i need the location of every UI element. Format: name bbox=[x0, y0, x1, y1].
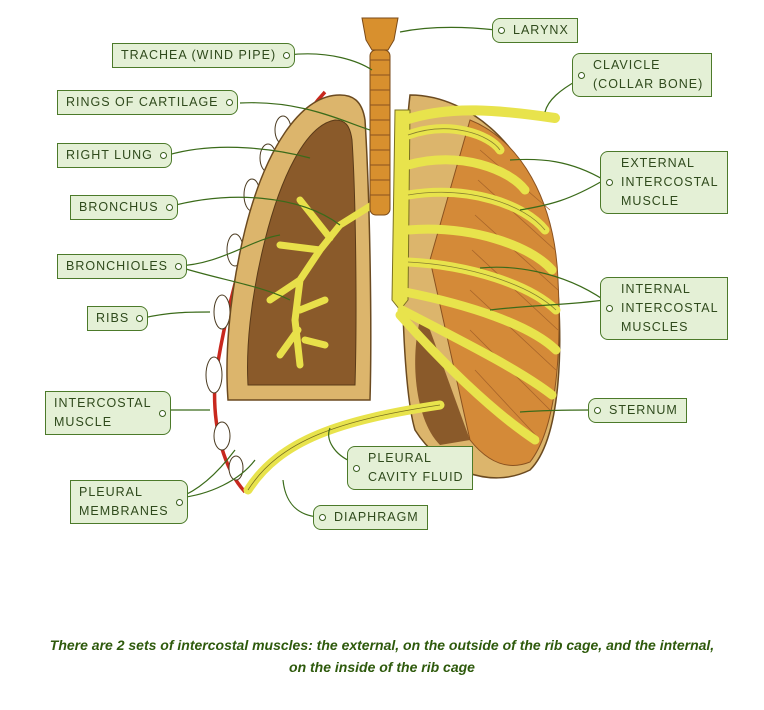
pointer-dot bbox=[136, 315, 144, 322]
intercostal-muscle-ovals bbox=[205, 115, 292, 481]
pointer-dot bbox=[175, 498, 183, 506]
larynx bbox=[361, 17, 399, 51]
label-ribs: RIBS bbox=[87, 306, 149, 331]
pointer-lines bbox=[142, 26, 605, 518]
trachea bbox=[369, 49, 391, 216]
label-sternum: STERNUM bbox=[588, 398, 687, 423]
caption: There are 2 sets of intercostal muscles:… bbox=[0, 634, 764, 678]
label-text: INTERCOSTAL bbox=[621, 175, 719, 189]
label-rings-of-cartilage: RINGS OF CARTILAGE bbox=[57, 90, 238, 115]
pointer-dot bbox=[498, 27, 505, 34]
cartilage-rings bbox=[370, 59, 390, 196]
label-text: STERNUM bbox=[609, 403, 678, 417]
label-text: RIGHT LUNG bbox=[66, 148, 153, 162]
clavicle bbox=[400, 105, 560, 125]
pointer-dot bbox=[158, 409, 166, 417]
rib-outlines bbox=[407, 128, 557, 311]
label-text: TRACHEA (WIND PIPE) bbox=[121, 48, 277, 62]
label-text: PLEURAL bbox=[79, 485, 143, 499]
label-text: EXTERNAL bbox=[621, 156, 695, 170]
label-bronchioles: BRONCHIOLES bbox=[57, 254, 187, 279]
label-pleural-cavity-fluid: PLEURAL CAVITY FLUID bbox=[347, 446, 473, 490]
label-text: BRONCHIOLES bbox=[66, 259, 168, 273]
label-text: RIBS bbox=[96, 311, 130, 325]
label-trachea: TRACHEA (WIND PIPE) bbox=[112, 43, 296, 68]
sternum bbox=[391, 109, 411, 311]
label-clavicle: CLAVICLE (COLLAR BONE) bbox=[572, 53, 713, 97]
label-text: MUSCLE bbox=[54, 415, 113, 429]
caption-line-2: on the inside of the rib cage bbox=[289, 659, 475, 675]
label-diaphragm: DIAPHRAGM bbox=[313, 505, 428, 530]
label-larynx: LARYNX bbox=[492, 18, 578, 43]
label-text: DIAPHRAGM bbox=[334, 510, 419, 524]
label-text: CAVITY FLUID bbox=[368, 470, 464, 484]
label-text: MUSCLE bbox=[621, 194, 680, 208]
label-text: RINGS OF CARTILAGE bbox=[66, 95, 219, 109]
bronchial-tree bbox=[266, 196, 376, 369]
label-intercostal-muscle: INTERCOSTAL MUSCLE bbox=[45, 391, 171, 435]
pointer-dot bbox=[353, 464, 360, 472]
label-text: INTERCOSTAL bbox=[54, 396, 152, 410]
caption-line-1: There are 2 sets of intercostal muscles:… bbox=[49, 637, 715, 653]
label-bronchus: BRONCHUS bbox=[70, 195, 178, 220]
pointer-dot bbox=[283, 52, 291, 59]
label-right-lung: RIGHT LUNG bbox=[57, 143, 172, 168]
pointer-dot bbox=[606, 179, 613, 186]
pointer-dot bbox=[319, 514, 326, 521]
label-text: LARYNX bbox=[513, 23, 569, 37]
pointer-dot bbox=[594, 407, 601, 414]
pointer-dot bbox=[165, 204, 173, 211]
label-text: BRONCHUS bbox=[79, 200, 159, 214]
label-text: INTERCOSTAL bbox=[621, 301, 719, 315]
label-text: INTERNAL bbox=[621, 282, 691, 296]
pointer-dot bbox=[175, 263, 182, 270]
label-internal-intercostal: INTERNAL INTERCOSTAL MUSCLES bbox=[600, 277, 728, 340]
label-text: PLEURAL bbox=[368, 451, 432, 465]
pointer-dot bbox=[225, 99, 233, 106]
label-external-intercostal: EXTERNAL INTERCOSTAL MUSCLE bbox=[600, 151, 728, 214]
pointer-dot bbox=[159, 152, 167, 159]
right-lung bbox=[247, 119, 357, 386]
ribs bbox=[395, 124, 561, 445]
label-text: (COLLAR BONE) bbox=[593, 77, 704, 91]
pointer-dot bbox=[606, 305, 613, 312]
label-pleural-membranes: PLEURAL MEMBRANES bbox=[70, 480, 188, 524]
pointer-dot bbox=[578, 71, 585, 79]
label-text: CLAVICLE bbox=[593, 58, 661, 72]
label-text: MUSCLES bbox=[621, 320, 689, 334]
label-text: MEMBRANES bbox=[79, 504, 169, 518]
